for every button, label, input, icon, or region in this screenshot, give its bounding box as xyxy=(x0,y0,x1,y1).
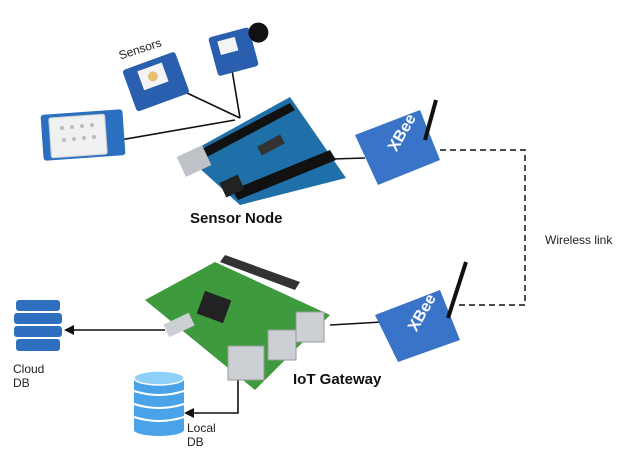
iot-gateway-label: IoT Gateway xyxy=(293,371,382,388)
arrow-head-icon xyxy=(184,408,194,418)
local-db-icon xyxy=(133,370,185,436)
sensor-node-label: Sensor Node xyxy=(190,210,283,227)
rpi-xbee-link xyxy=(329,321,383,326)
sensor-wire xyxy=(231,69,241,119)
wireless-link-label: Wireless link xyxy=(545,233,613,247)
xbee-module-bottom: XBee xyxy=(375,261,468,362)
arduino-board xyxy=(176,97,346,205)
wireless-link-line xyxy=(440,149,526,306)
sensor-wire xyxy=(119,119,236,141)
local-db-label: Local DB xyxy=(187,421,216,449)
local-arrow-line xyxy=(190,378,239,414)
grove-sensor xyxy=(122,52,189,112)
cloud-db-icon xyxy=(14,300,62,351)
arrow-head-icon xyxy=(64,325,74,335)
sound-sensor xyxy=(208,22,269,76)
xbee-module-top: XBee xyxy=(355,99,440,185)
cloud-db-label: Cloud DB xyxy=(13,362,45,390)
humidity-sensor xyxy=(40,109,126,161)
raspberry-pi-board xyxy=(145,255,330,390)
